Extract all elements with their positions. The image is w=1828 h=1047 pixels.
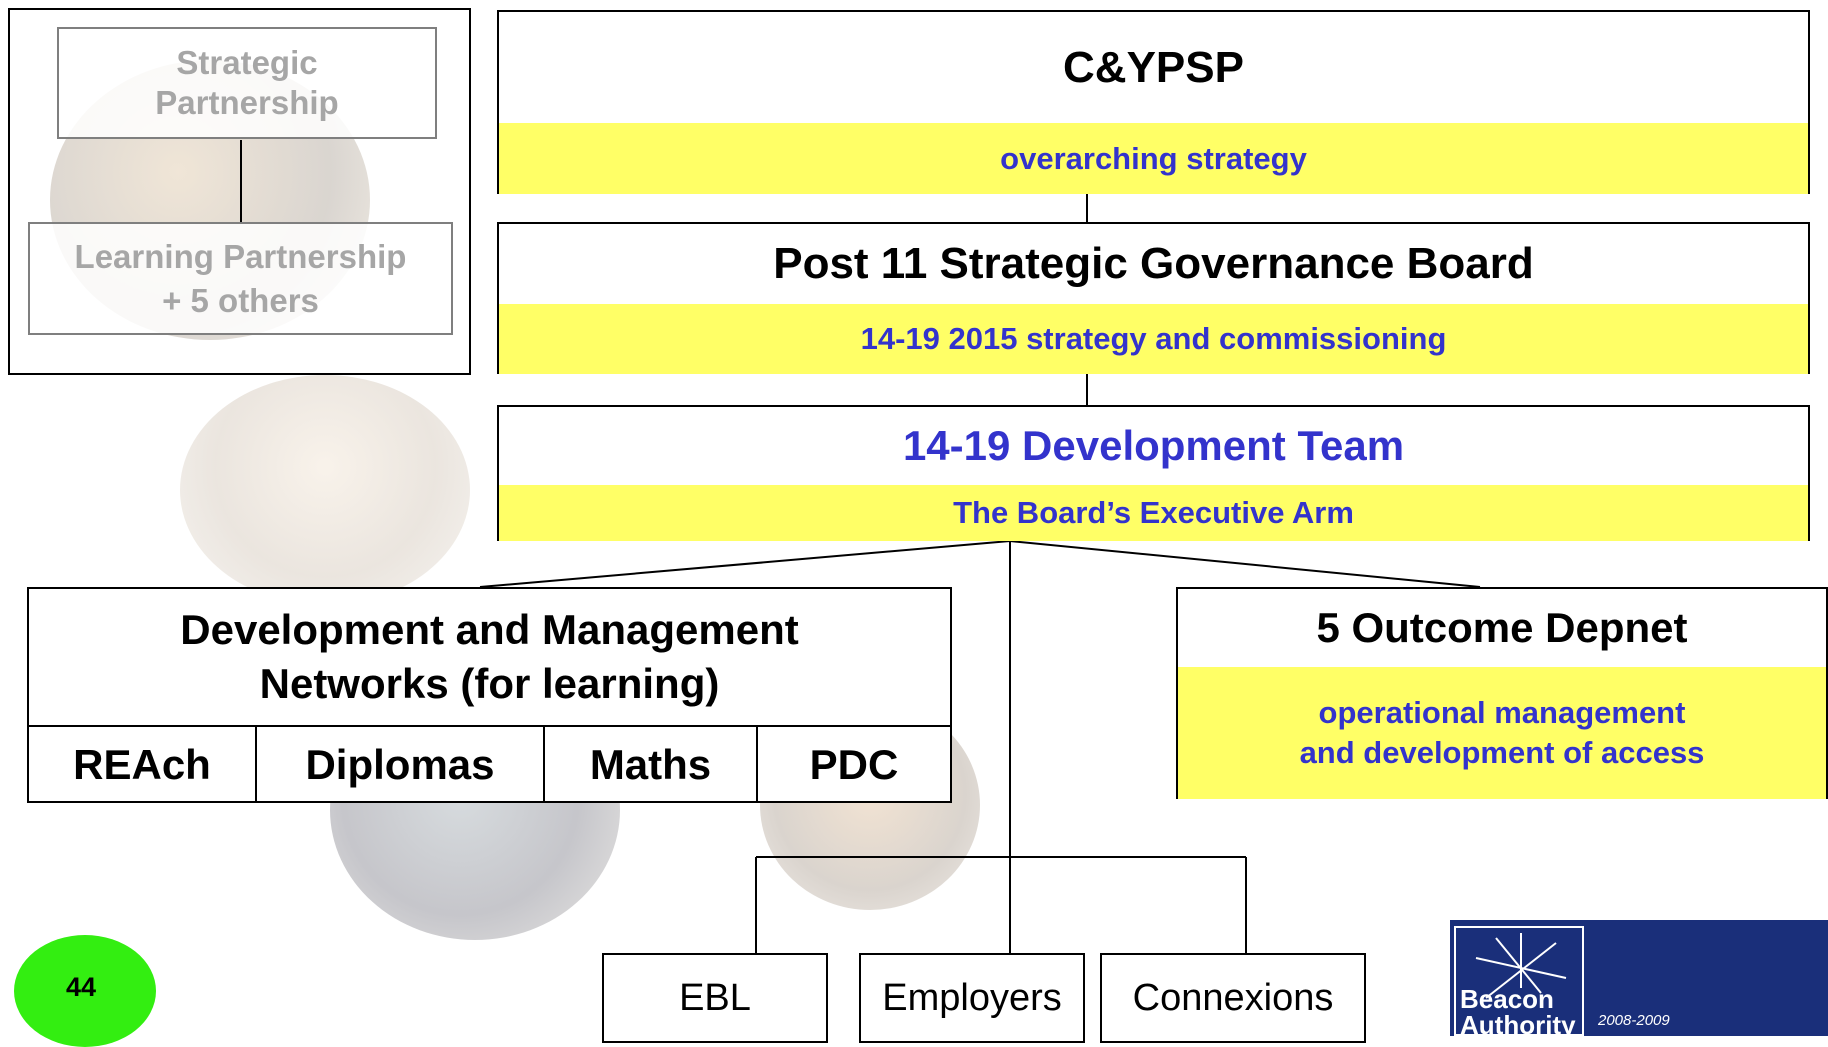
development-team-title: 14-19 Development Team xyxy=(902,422,1405,469)
outcome-depnet-subtitle-line1: operational management xyxy=(1318,695,1686,730)
employers-box: Employers xyxy=(859,953,1085,1043)
governance-board-title: Post 11 Strategic Governance Board xyxy=(773,239,1534,288)
governance-board-subtitle: 14-19 2015 strategy and commissioning xyxy=(499,304,1808,374)
outcome-depnet-box: 5 Outcome Depnet operational management … xyxy=(1176,587,1828,799)
background-photo-2 xyxy=(180,375,470,605)
development-team-subtitle: The Board’s Executive Arm xyxy=(499,485,1808,541)
page-number: 44 xyxy=(65,971,97,1002)
beacon-logo-year: 2008-2009 xyxy=(1598,1012,1670,1029)
beacon-logo-line2: Authority xyxy=(1460,1010,1576,1036)
dev-networks-title-line2: Networks (for learning) xyxy=(259,660,720,707)
outcome-depnet-subtitle-line2: and development of access xyxy=(1299,735,1705,770)
network-cell-reach: REAch xyxy=(29,727,257,803)
employers-label: Employers xyxy=(882,976,1062,1019)
dev-networks-title-line1: Development and Management xyxy=(180,606,799,653)
learning-partnership-label: Learning Partnership xyxy=(74,237,407,275)
ebl-label: EBL xyxy=(679,976,751,1019)
beacon-logo-line1: Beacon xyxy=(1460,984,1554,1014)
network-cell-maths: Maths xyxy=(545,727,758,803)
cypsp-subtitle: overarching strategy xyxy=(499,123,1808,194)
strategic-partnership-box: Strategic Partnership xyxy=(57,27,437,139)
cypsp-box: C&YPSP overarching strategy xyxy=(497,10,1810,194)
strategic-partnership-label: Strategic Partnership xyxy=(155,44,339,121)
learning-partnership-box: Learning Partnership + 5 others xyxy=(28,222,453,335)
governance-board-box: Post 11 Strategic Governance Board 14-19… xyxy=(497,222,1810,374)
beacon-authority-logo: Beacon Authority 2008-2009 xyxy=(1450,920,1828,1036)
ebl-box: EBL xyxy=(602,953,828,1043)
outcome-depnet-title: 5 Outcome Depnet xyxy=(1316,604,1688,651)
page-number-badge: 44 xyxy=(14,935,156,1047)
network-cell-diplomas: Diplomas xyxy=(257,727,545,803)
connexions-label: Connexions xyxy=(1132,976,1334,1019)
network-cell-pdc: PDC xyxy=(809,741,899,788)
dev-networks-box: Development and Management Networks (for… xyxy=(27,587,952,803)
cypsp-title: C&YPSP xyxy=(1063,42,1244,92)
connexions-box: Connexions xyxy=(1100,953,1366,1043)
beacon-star-icon xyxy=(1475,933,1567,999)
learning-partnership-others: + 5 others xyxy=(162,281,319,319)
partnership-frame xyxy=(8,8,471,375)
development-team-box: 14-19 Development Team The Board’s Execu… xyxy=(497,405,1810,541)
